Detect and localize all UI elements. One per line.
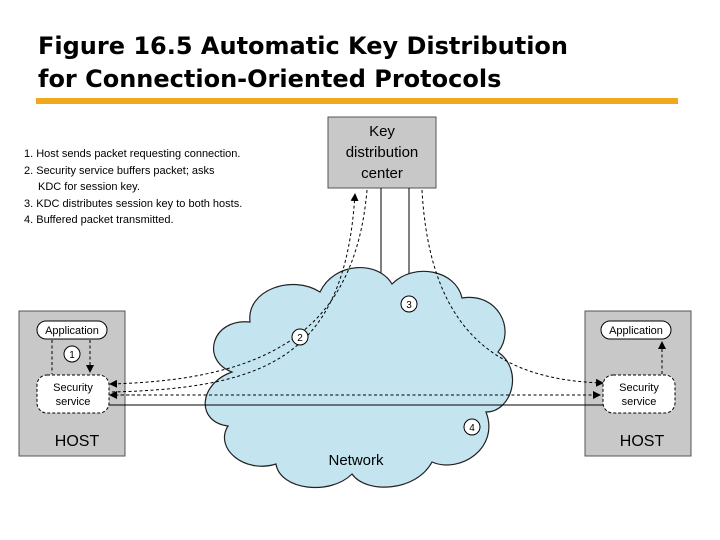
- left-security-label-2: service: [56, 396, 91, 408]
- left-application-box: [36, 320, 108, 340]
- left-host-label: HOST: [55, 433, 100, 450]
- step-marker-1-label: 1: [69, 350, 75, 361]
- step-marker-4: [463, 418, 481, 436]
- step-4: 4. Buffered packet transmitted.: [24, 214, 174, 226]
- right-application-box: [600, 320, 672, 340]
- title-line-2: for Connection-Oriented Protocols: [38, 65, 502, 93]
- title-line-1: Figure 16.5 Automatic Key Distribution: [38, 32, 568, 60]
- step-marker-2: [291, 328, 309, 346]
- right-application-label: Application: [609, 325, 663, 337]
- step-marker-2-label: 2: [297, 333, 303, 344]
- kdc-label-2: distribution: [346, 144, 419, 161]
- step-1: 1. Host sends packet requesting connecti…: [24, 148, 241, 160]
- step-2: 2. Security service buffers packet; asks: [24, 164, 215, 177]
- kdc-label-3: center: [361, 165, 403, 182]
- left-security-label-1: Security: [53, 382, 93, 394]
- left-application-label: Application: [45, 325, 99, 337]
- right-security-label-1: Security: [619, 382, 659, 394]
- step-marker-4-label: 4: [469, 423, 475, 434]
- right-security-label-2: service: [622, 396, 657, 408]
- step-3: 3. KDC distributes session key to both h…: [24, 197, 243, 210]
- request-arrow-left-to-kdc: [111, 193, 359, 393]
- network-cloud: [204, 266, 514, 488]
- figure-title: Figure 16.5 Automatic Key Distribution f…: [38, 30, 678, 96]
- step-marker-3-label: 3: [406, 300, 412, 311]
- step-marker-3: [400, 295, 418, 313]
- kdc-label-1: Key: [369, 123, 395, 140]
- step-marker-1: [63, 345, 81, 363]
- key-arrow-kdc-to-right: [421, 189, 604, 387]
- step-2-continued: KDC for session key.: [38, 181, 140, 193]
- right-host-label: HOST: [620, 433, 665, 450]
- network-label: Network: [328, 452, 384, 469]
- left-security-box: [36, 374, 110, 414]
- kdc-box: [327, 116, 437, 189]
- right-security-box: [602, 374, 676, 414]
- step-list: 1. Host sends packet requesting connecti…: [24, 146, 242, 229]
- title-underline: [36, 98, 678, 104]
